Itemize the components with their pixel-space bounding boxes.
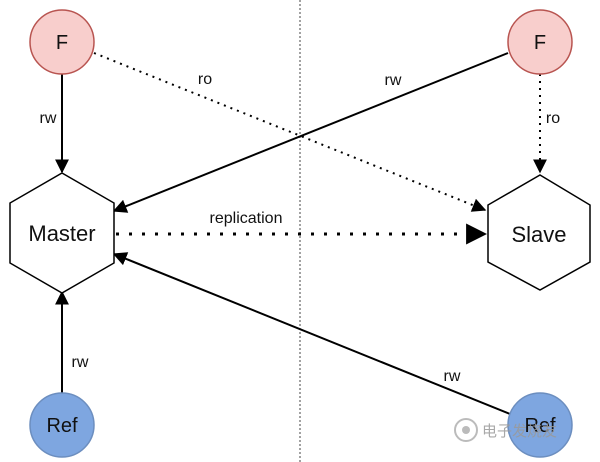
edge-master-to-slave: replication bbox=[116, 210, 488, 245]
node-f-right: F bbox=[507, 9, 573, 75]
edge-label-replication: replication bbox=[210, 210, 283, 227]
edge-label-f-left-slave: ro bbox=[198, 71, 212, 88]
node-master-label: Master bbox=[28, 221, 95, 246]
edge-label-ref-right-master: rw bbox=[444, 368, 461, 385]
edge-ref-right-to-master: rw bbox=[112, 252, 511, 415]
watermark-text: 电子发烧友 bbox=[482, 422, 557, 440]
node-master: Master bbox=[9, 172, 115, 294]
node-ref-left-label: Ref bbox=[46, 415, 78, 437]
edge-label-f-left-master: rw bbox=[40, 110, 57, 127]
edge-label-f-right-slave: ro bbox=[546, 110, 560, 127]
edge-label-f-right-master: rw bbox=[385, 72, 402, 89]
edge-f-left-to-slave: ro bbox=[93, 52, 487, 212]
edge-f-right-to-slave: ro bbox=[533, 74, 560, 174]
node-ref-right-label: Ref bbox=[524, 415, 556, 437]
node-ref-right: Ref bbox=[507, 392, 573, 458]
watermark: 电子发烧友 bbox=[454, 418, 557, 442]
edge-ref-left-to-master: rw bbox=[55, 290, 89, 393]
node-f-left-label: F bbox=[56, 32, 68, 54]
node-ref-left: Ref bbox=[29, 392, 95, 458]
node-slave: Slave bbox=[487, 174, 591, 291]
edge-f-right-to-master: rw bbox=[112, 52, 509, 213]
edge-f-left-to-master: rw bbox=[40, 74, 69, 174]
node-f-left: F bbox=[29, 9, 95, 75]
edge-label-ref-left-master: rw bbox=[72, 354, 89, 371]
node-f-right-label: F bbox=[534, 32, 546, 54]
node-slave-label: Slave bbox=[511, 222, 566, 247]
